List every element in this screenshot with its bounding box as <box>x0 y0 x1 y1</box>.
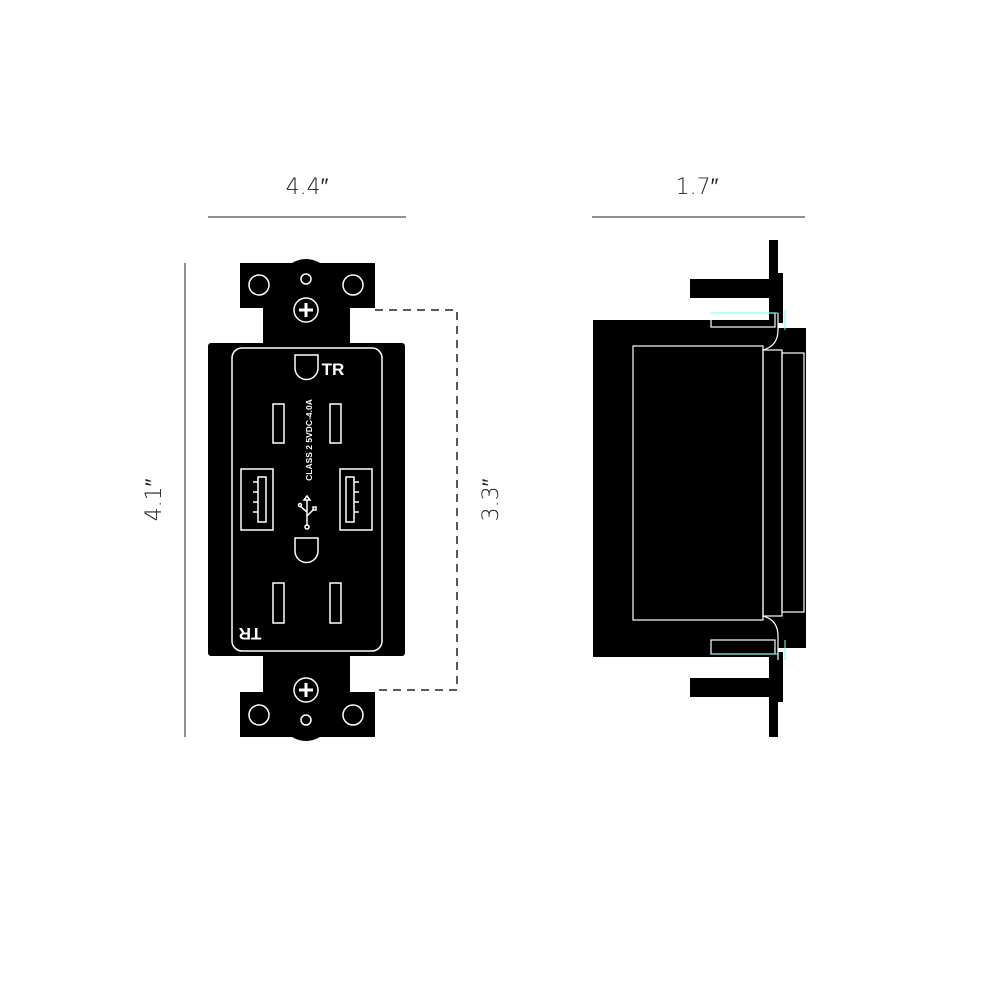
mount-hole <box>248 704 270 726</box>
usb-port-left <box>240 468 274 531</box>
side-body <box>593 320 777 657</box>
screw-icon <box>293 297 319 323</box>
ground-hole-top <box>294 354 319 381</box>
ground-hole-bottom <box>294 537 319 564</box>
side-view <box>593 240 806 737</box>
side-ear-bottom <box>690 678 778 697</box>
slot <box>329 403 342 444</box>
side-ear-top <box>690 279 778 298</box>
outlet-face <box>231 347 383 652</box>
slot <box>272 582 285 624</box>
usb-symbol-icon <box>297 494 317 530</box>
front-view: TR TR CLASS 2 5VDC-4.0A <box>208 259 405 741</box>
mount-hole <box>248 274 270 296</box>
mount-hole <box>342 704 364 726</box>
tr-label-bottom: TR <box>239 624 262 643</box>
mount-spacing-label: 3.3″ <box>479 478 504 521</box>
mount-hole-small <box>300 714 312 726</box>
usb-port-right <box>339 468 373 531</box>
mount-spacing-dimension-line <box>375 309 458 691</box>
width-label: 4.4″ <box>286 175 329 200</box>
slot <box>272 403 285 444</box>
side-strap <box>769 240 778 737</box>
rating-label: CLASS 2 5VDC-4.0A <box>304 399 314 481</box>
tr-label-top: TR <box>322 360 345 379</box>
mount-hole-small <box>300 273 312 285</box>
dimension-lines <box>184 216 805 737</box>
mount-hole <box>342 274 364 296</box>
slot <box>329 582 342 624</box>
side-face-block <box>775 328 806 648</box>
depth-label: 1.7″ <box>676 175 719 200</box>
screw-icon <box>293 677 319 703</box>
height-label: 4.1″ <box>142 478 167 521</box>
